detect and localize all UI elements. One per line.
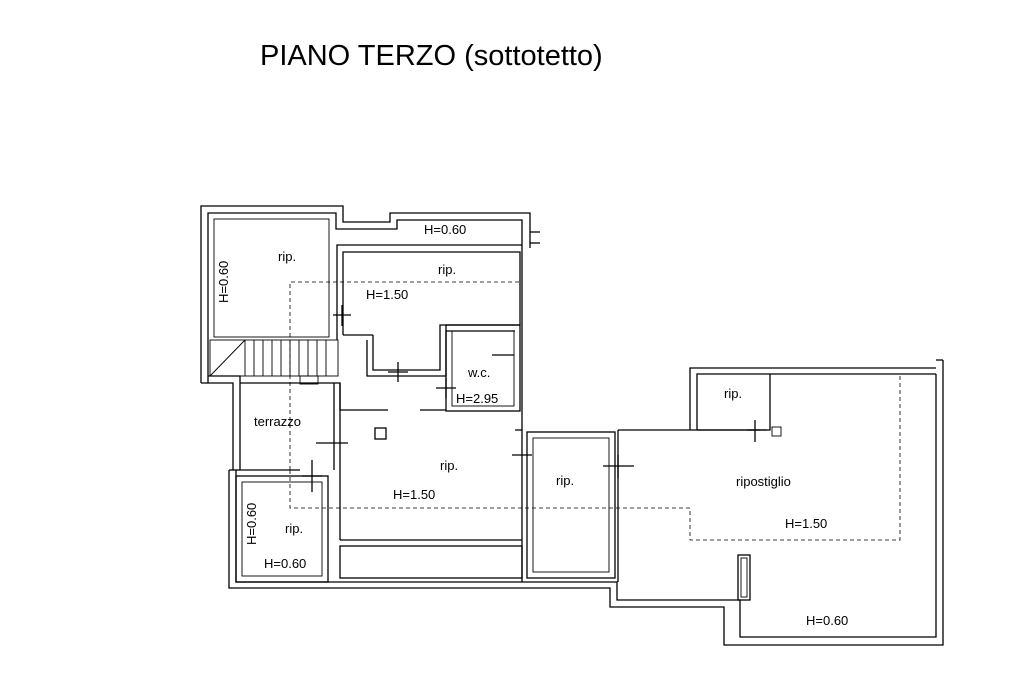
- label-h295: H=2.95: [456, 391, 498, 406]
- label-h150-top: H=1.50: [366, 287, 408, 302]
- label-rip-center: rip.: [440, 458, 458, 473]
- label-rip-top: rip.: [438, 262, 456, 277]
- door-marks: [302, 305, 767, 492]
- label-rip-topleft: rip.: [278, 249, 296, 264]
- label-h060-bottomleft: H=0.60: [264, 556, 306, 571]
- room-labels: H=0.60 H=0.60 rip. rip. H=1.50 w.c. H=2.…: [216, 222, 848, 628]
- outer-walls: [200, 205, 944, 646]
- label-h060-left: H=0.60: [216, 261, 231, 303]
- internal-walls: [209, 218, 782, 601]
- stairs: [209, 339, 339, 385]
- label-h060-top: H=0.60: [424, 222, 466, 237]
- label-rip-smallright: rip.: [724, 386, 742, 401]
- label-terrazzo: terrazzo: [254, 414, 301, 429]
- label-h150-center: H=1.50: [393, 487, 435, 502]
- label-h060-bottomright: H=0.60: [806, 613, 848, 628]
- label-ripostiglio: ripostiglio: [736, 474, 791, 489]
- label-rip-bottomleft: rip.: [285, 521, 303, 536]
- label-rip-mid: rip.: [556, 473, 574, 488]
- label-h060-bl-vert: H=0.60: [244, 503, 259, 545]
- plan-title: PIANO TERZO (sottotetto): [260, 40, 603, 72]
- label-wc: w.c.: [467, 365, 490, 380]
- label-h150-right: H=1.50: [785, 516, 827, 531]
- height-lines: [289, 281, 901, 541]
